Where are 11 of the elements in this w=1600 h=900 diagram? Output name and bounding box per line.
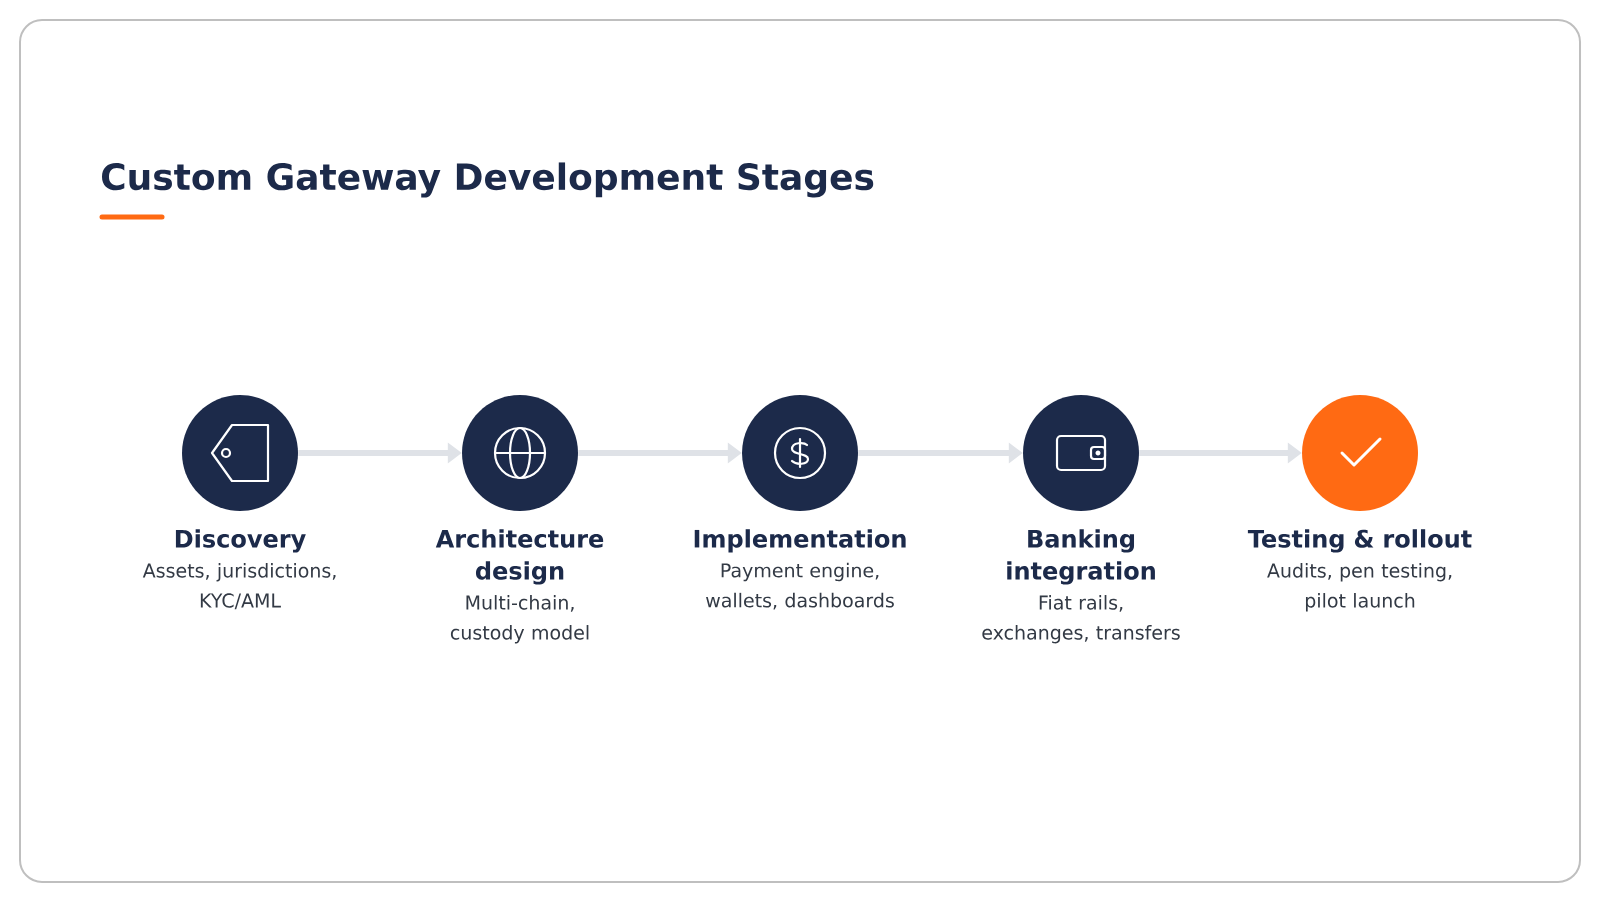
stage-description: Assets, jurisdictions, KYC/AML <box>142 563 336 610</box>
stage-heading: Banking integration <box>1007 529 1155 585</box>
stage-heading: Discovery <box>175 529 306 553</box>
title: Custom Gateway Development Stages <box>102 162 874 198</box>
stage-heading: Architecture design <box>435 529 604 585</box>
stage-description: Audits, pen testing, pilot launch <box>1267 563 1452 612</box>
stage-description: Fiat rails, exchanges, transfers <box>982 595 1180 644</box>
stage-heading: Testing & rollout <box>1247 529 1472 553</box>
stage-heading: Implementation <box>694 529 906 553</box>
stage-description: Payment engine, wallets, dashboards <box>706 562 894 610</box>
stage-description: Multi-chain, custody model <box>450 595 589 644</box>
